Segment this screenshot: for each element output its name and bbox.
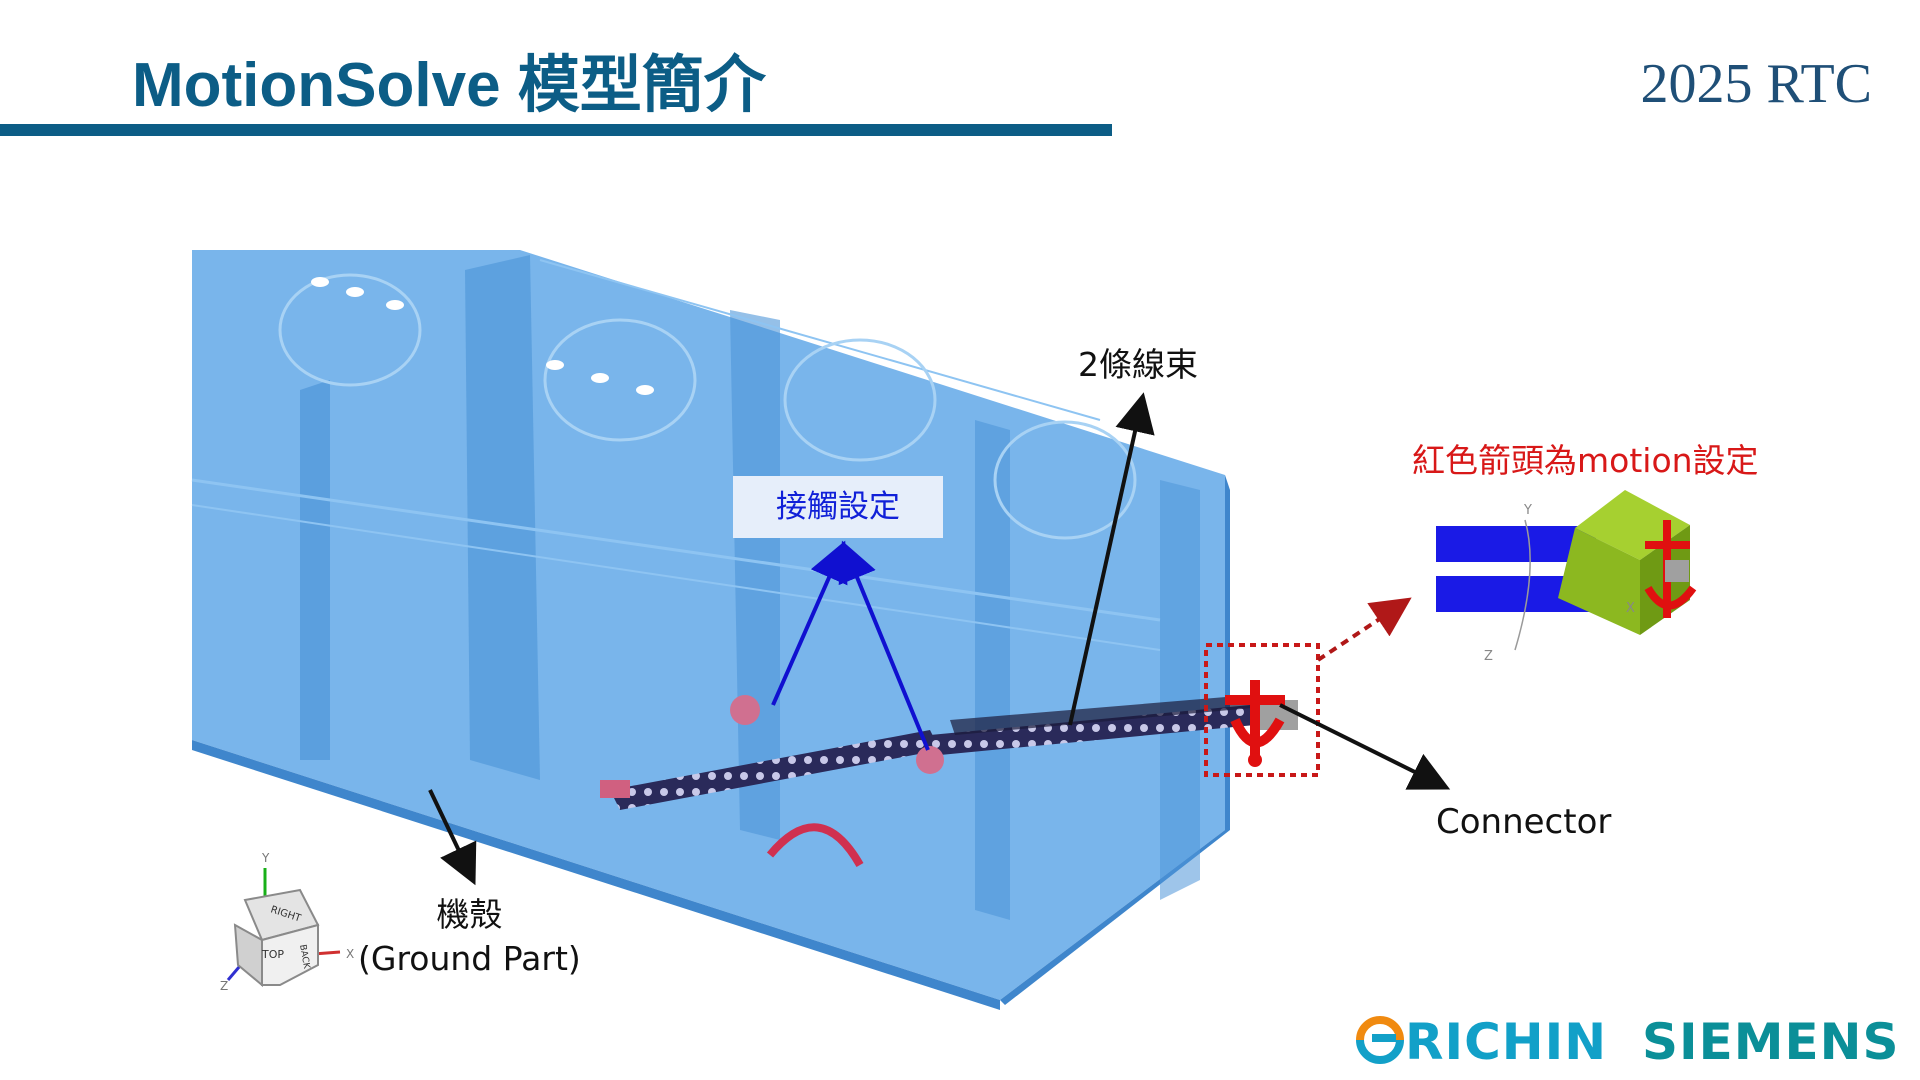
inset-axis-x: X bbox=[1626, 601, 1635, 616]
inset-axis-z: Z bbox=[1484, 649, 1493, 664]
title-underline bbox=[0, 124, 1112, 136]
ground-label-line1: 機殼 bbox=[436, 895, 503, 934]
page-title: MotionSolve 模型簡介 bbox=[132, 51, 766, 120]
richin-logo: RICHIN bbox=[1405, 1013, 1608, 1071]
connector-label: Connector bbox=[1436, 802, 1612, 842]
siemens-logo: SIEMENS bbox=[1642, 1013, 1900, 1071]
harness-label: 2條線束 bbox=[1078, 345, 1198, 384]
inset-axis-y: Y bbox=[1523, 503, 1532, 518]
view-cube-axis-x: X bbox=[346, 947, 354, 961]
connector-highlight-box bbox=[1204, 643, 1320, 777]
motion-marker bbox=[1225, 680, 1298, 767]
view-cube-back: BACK bbox=[297, 944, 311, 971]
chassis bbox=[191, 250, 1230, 1010]
contact-label: 接觸設定 bbox=[733, 476, 943, 538]
view-cube: TOP RIGHT BACK Y X Z bbox=[220, 851, 354, 993]
view-cube-axis-z: Z bbox=[220, 979, 228, 993]
connector-arrow bbox=[1279, 703, 1451, 790]
connector-inset: Y X Z bbox=[1436, 490, 1697, 664]
ground-part-label: 機殼 (Ground Part) bbox=[358, 893, 581, 981]
richin-logo-mark bbox=[1356, 1016, 1404, 1064]
event-name: 2025 RTC bbox=[1640, 53, 1872, 115]
view-cube-top: TOP bbox=[261, 948, 284, 961]
zoom-arrow bbox=[1316, 597, 1412, 662]
ground-arrow bbox=[428, 789, 477, 886]
contact-arrow-right bbox=[838, 540, 930, 751]
view-cube-axis-y: Y bbox=[261, 851, 270, 865]
motion-label: 紅色箭頭為motion設定 bbox=[1412, 441, 1759, 480]
contact-parts bbox=[600, 695, 944, 867]
contact-arrow-left bbox=[771, 540, 848, 706]
cable-harness bbox=[610, 695, 1255, 810]
ground-label-line2: (Ground Part) bbox=[358, 939, 581, 978]
harness-arrow bbox=[1068, 392, 1155, 726]
